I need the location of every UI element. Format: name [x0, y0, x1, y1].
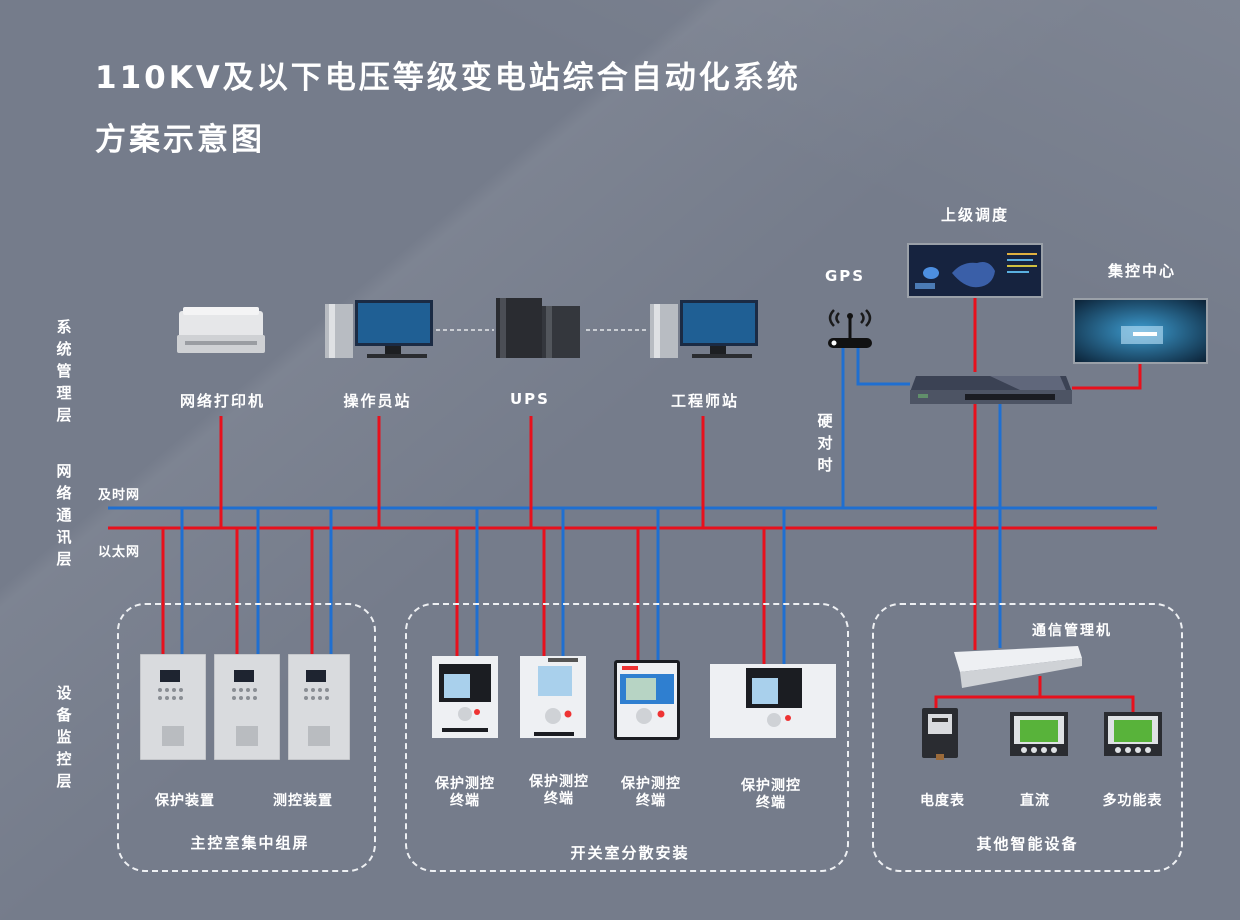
- layer-label-device-monitor: 设备监控层: [56, 684, 72, 790]
- label-control-center: 集控中心: [1107, 262, 1176, 280]
- label-operator-station: 操作员站: [343, 392, 412, 410]
- diagram-title-line2: 方案示意图: [95, 122, 265, 158]
- label-protection-device: 保护装置: [155, 793, 215, 809]
- diagram-title-line1: 110KV及以下电压等级变电站综合自动化系统: [95, 60, 801, 96]
- protection-terminal-icon: [520, 656, 586, 738]
- label-energy-meter: 电度表: [920, 793, 965, 809]
- comm-manager-icon: [946, 644, 1084, 690]
- dispatch-screen-icon: [907, 243, 1043, 298]
- protection-cabinet-icon: [213, 653, 281, 761]
- dc-meter-icon: [1010, 712, 1070, 758]
- group-switchgear-room: [405, 603, 849, 872]
- protection-cabinet-icon: [139, 653, 207, 761]
- protection-terminal-icon: [432, 656, 498, 738]
- label-ups: UPS: [510, 390, 550, 408]
- control-center-switch-link: [1072, 364, 1142, 390]
- label-terminal-1: 保护测控 终端: [435, 776, 495, 809]
- label-upper-dispatch: 上级调度: [940, 206, 1009, 224]
- network-label-timing: 及时网: [98, 488, 141, 503]
- protection-terminal-icon: [710, 664, 836, 738]
- group-title-main-control-room: 主控室集中组屏: [190, 834, 310, 852]
- label-network-printer: 网络打印机: [179, 392, 265, 410]
- group-other-smart-devices: [872, 603, 1183, 872]
- label-engineer-station: 工程师站: [670, 392, 739, 410]
- energy-meter-icon: [922, 708, 958, 760]
- control-center-screen-icon: [1073, 298, 1208, 364]
- label-hard-timing: 硬对时: [817, 412, 833, 474]
- gps-switch-link: [856, 348, 910, 386]
- ups-icon: [494, 298, 584, 358]
- printer-icon: [175, 305, 267, 357]
- layer-label-system-mgmt: 系统管理层: [56, 318, 72, 424]
- label-comm-manager: 通信管理机: [1032, 623, 1112, 639]
- label-measurement-device: 测控装置: [273, 793, 333, 809]
- label-terminal-4: 保护测控 终端: [741, 778, 801, 811]
- wire-group: [108, 298, 1157, 712]
- group-title-switchgear-room: 开关室分散安装: [570, 844, 690, 862]
- measurement-cabinet-icon: [287, 653, 351, 761]
- engineer-workstation-icon: [648, 300, 760, 362]
- protection-terminal-icon: [614, 660, 680, 740]
- group-main-control-room: [117, 603, 376, 872]
- label-gps: GPS: [824, 267, 866, 285]
- gps-antenna-icon: [824, 304, 876, 350]
- comm-manager-meter-bus: [934, 695, 1135, 712]
- network-label-ethernet: 以太网: [98, 545, 141, 560]
- group-title-other-smart-devices: 其他智能设备: [976, 835, 1079, 853]
- network-switch-icon: [910, 370, 1072, 406]
- operator-workstation-icon: [323, 300, 435, 362]
- multifunction-meter-icon: [1104, 712, 1164, 758]
- label-terminal-2: 保护测控 终端: [529, 774, 589, 807]
- label-terminal-3: 保护测控 终端: [621, 776, 681, 809]
- label-dc: 直流: [1020, 793, 1050, 809]
- label-multifunction-meter: 多功能表: [1102, 793, 1163, 809]
- layer-label-network: 网络通讯层: [56, 462, 72, 568]
